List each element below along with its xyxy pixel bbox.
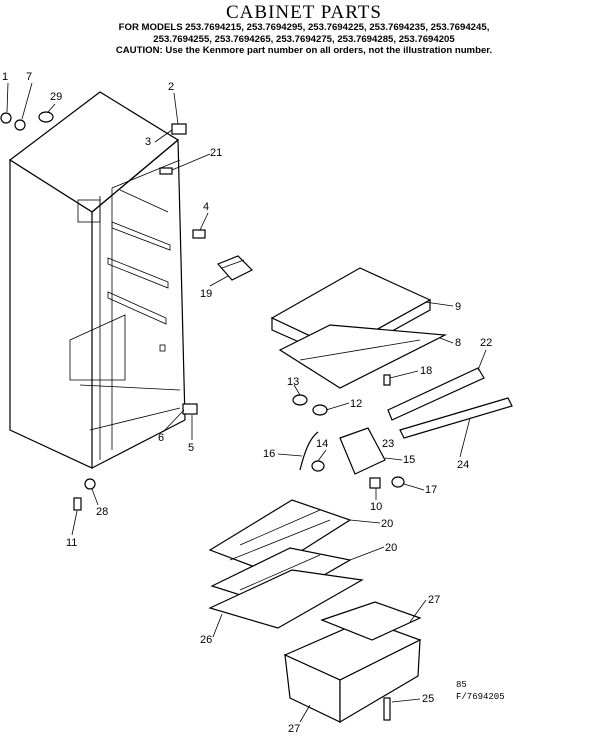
callout-18: 18 (420, 365, 432, 377)
callout-9: 9 (455, 301, 461, 313)
callout-29: 29 (50, 91, 62, 103)
callout-20a: 20 (381, 518, 393, 530)
callout-26: 26 (200, 634, 212, 646)
cover-assembly (270, 267, 448, 389)
callout-2: 2 (168, 81, 174, 93)
crisper-bins (283, 601, 422, 724)
callout-11: 11 (66, 537, 77, 549)
callout-6: 6 (158, 432, 164, 444)
callout-3: 3 (145, 136, 151, 148)
callout-20b: 20 (385, 542, 397, 554)
callout-1: 1 (2, 71, 8, 83)
callout-5: 5 (188, 442, 194, 454)
callout-16: 16 (263, 448, 275, 460)
part-25 (383, 697, 391, 721)
callout-8: 8 (455, 337, 461, 349)
small-parts-left (0, 111, 206, 511)
callout-23: 23 (382, 438, 394, 450)
callout-27a: 27 (428, 594, 440, 606)
callout-14: 14 (316, 438, 328, 450)
callout-12: 12 (350, 398, 362, 410)
callout-13: 13 (287, 376, 299, 388)
callout-7: 7 (26, 71, 32, 83)
callout-24: 24 (457, 459, 469, 471)
diagram-title: CABINET PARTS (226, 2, 382, 23)
leader-lines (6, 82, 487, 723)
callout-19: 19 (200, 288, 212, 300)
control-parts (292, 374, 405, 489)
callout-28: 28 (96, 506, 108, 518)
callout-25: 25 (422, 693, 434, 705)
callout-4: 4 (203, 201, 209, 213)
callout-27b: 27 (288, 723, 300, 735)
rails (387, 367, 513, 439)
shelves (208, 499, 364, 629)
callout-labels: 1 7 29 2 3 21 4 19 9 8 22 13 18 12 23 14… (2, 71, 492, 735)
caution-note: CAUTION: Use the Kenmore part number on … (115, 45, 493, 56)
callout-21: 21 (210, 147, 222, 159)
cabinet-body (8, 91, 186, 469)
models-line-2: 253.7694255, 253.7694265, 253.7694275, 2… (153, 34, 455, 45)
callout-22: 22 (480, 337, 492, 349)
callout-15: 15 (403, 454, 415, 466)
part-19-bracket (216, 255, 254, 281)
callout-17: 17 (425, 484, 437, 496)
footer-code-2: F/7694205 (456, 692, 505, 702)
models-line-1: FOR MODELS 253.7694215, 253.7694295, 253… (118, 22, 490, 33)
footer-code-1: 85 (456, 680, 467, 690)
callout-10: 10 (370, 501, 382, 513)
